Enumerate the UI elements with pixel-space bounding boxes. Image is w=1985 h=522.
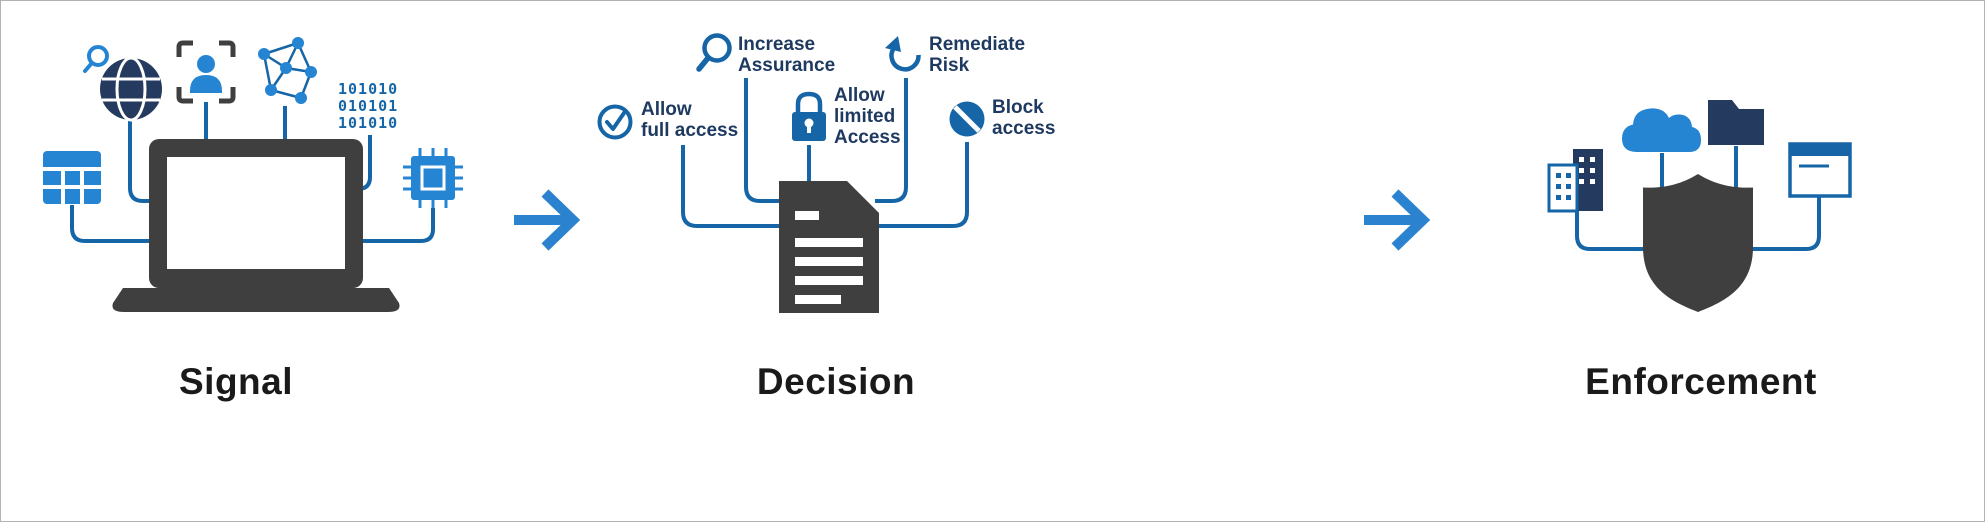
binary-line: 101010 bbox=[338, 80, 399, 98]
option-line: Allow bbox=[834, 85, 885, 106]
globe-search-icon bbox=[83, 45, 162, 122]
option-line: full access bbox=[641, 120, 739, 141]
lock-icon bbox=[792, 91, 826, 141]
folder-icon bbox=[1708, 100, 1764, 145]
shield-icon bbox=[1643, 174, 1753, 312]
app-window-icon bbox=[1788, 142, 1852, 198]
decision-connectors bbox=[681, 78, 969, 228]
option-line: limited bbox=[834, 106, 896, 127]
option-line: Allow bbox=[641, 99, 692, 120]
option-line: Remediate bbox=[929, 34, 1026, 55]
document-icon bbox=[779, 181, 879, 313]
decision-option-allow-limited-access: Allow limited Access bbox=[834, 85, 901, 148]
enforcement-connectors bbox=[1575, 146, 1821, 251]
decision-option-allow-full-access: Allow full access bbox=[641, 99, 738, 141]
check-circle-icon bbox=[597, 104, 633, 140]
building-icon bbox=[1547, 149, 1603, 213]
decision-label: Decision bbox=[756, 361, 916, 402]
option-line: Risk bbox=[929, 55, 970, 76]
table-icon bbox=[43, 151, 101, 204]
signal-label: Signal bbox=[178, 361, 294, 402]
decision-option-increase-assurance: Increase Assurance bbox=[738, 34, 835, 76]
binary-line: 101010 bbox=[338, 114, 399, 132]
decision-option-remediate-risk: Remediate Risk bbox=[929, 34, 1025, 76]
refresh-icon bbox=[885, 36, 921, 72]
cloud-icon bbox=[1622, 108, 1701, 152]
right-arrow-icon-1 bbox=[514, 189, 581, 251]
block-icon bbox=[949, 101, 985, 137]
decision-option-block-access: Block access bbox=[992, 97, 1055, 139]
option-line: Access bbox=[834, 127, 901, 148]
binary-data-icon: 101010 010101 101010 bbox=[338, 81, 398, 132]
chip-icon bbox=[403, 148, 463, 208]
right-arrow-icon-2 bbox=[1364, 189, 1431, 251]
option-line: Increase bbox=[738, 34, 816, 55]
face-id-icon bbox=[176, 40, 236, 104]
binary-line: 010101 bbox=[338, 97, 399, 115]
option-line: Assurance bbox=[738, 55, 836, 76]
laptop-icon bbox=[112, 139, 400, 312]
option-line: access bbox=[992, 118, 1056, 139]
magnifier-icon bbox=[696, 33, 732, 72]
signal-connectors bbox=[70, 102, 435, 243]
network-graph-icon bbox=[258, 37, 317, 104]
option-line: Block bbox=[992, 97, 1044, 118]
enforcement-label: Enforcement bbox=[1585, 361, 1817, 402]
